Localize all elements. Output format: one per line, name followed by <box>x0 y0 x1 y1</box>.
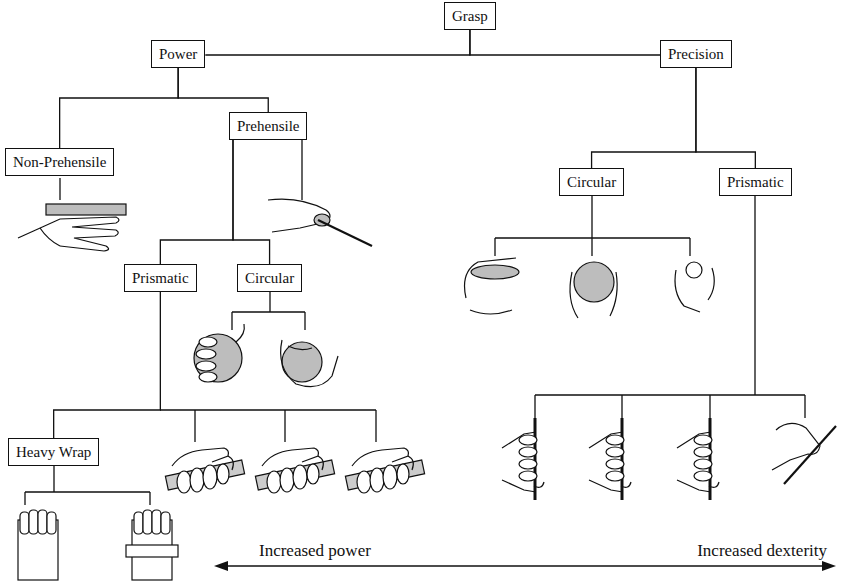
category-box: Precision <box>660 40 732 68</box>
power-sphere-hands <box>194 324 338 387</box>
tree-connector <box>696 68 755 168</box>
category-box: Prismatic <box>719 168 792 196</box>
tree-connector <box>54 292 161 438</box>
axis-label: Increased power <box>256 541 374 561</box>
category-box: Prismatic <box>124 264 197 292</box>
category-box: Grasp <box>444 2 496 30</box>
box-label: Prismatic <box>132 269 189 287</box>
category-box: Power <box>151 40 205 68</box>
tree-connector <box>60 68 179 148</box>
box-label: Heavy Wrap <box>16 443 91 461</box>
box-label: Power <box>159 45 197 63</box>
category-box: Non-Prehensile <box>5 148 114 176</box>
axis-label: Increased dexterity <box>694 541 830 561</box>
box-label: Prismatic <box>727 173 784 191</box>
tree-connector <box>160 140 233 264</box>
category-box: Circular <box>237 264 302 292</box>
non-prehensile-hand <box>18 204 126 251</box>
precision-circular-hands <box>465 258 715 318</box>
category-box: Circular <box>559 168 624 196</box>
prismatic-power-hands <box>165 448 424 493</box>
category-box: Heavy Wrap <box>8 438 99 466</box>
box-label: Non-Prehensile <box>13 153 106 171</box>
leader-lines <box>25 140 805 505</box>
tree-connector <box>178 68 268 112</box>
box-label: Circular <box>245 269 294 287</box>
precision-prismatic-hands <box>502 418 836 500</box>
tree-connector <box>470 30 660 55</box>
box-label: Precision <box>668 45 724 63</box>
box-label: Grasp <box>452 7 488 25</box>
tree-connector <box>592 68 696 168</box>
tree-connector <box>205 30 470 55</box>
heavy-wrap-hands <box>18 510 178 580</box>
pin-grasp-hand <box>268 199 372 246</box>
box-label: Circular <box>567 173 616 191</box>
tree-connector <box>233 140 270 264</box>
box-label: Prehensile <box>237 117 299 135</box>
category-box: Prehensile <box>229 112 307 140</box>
power-dexterity-arrow <box>214 561 836 571</box>
